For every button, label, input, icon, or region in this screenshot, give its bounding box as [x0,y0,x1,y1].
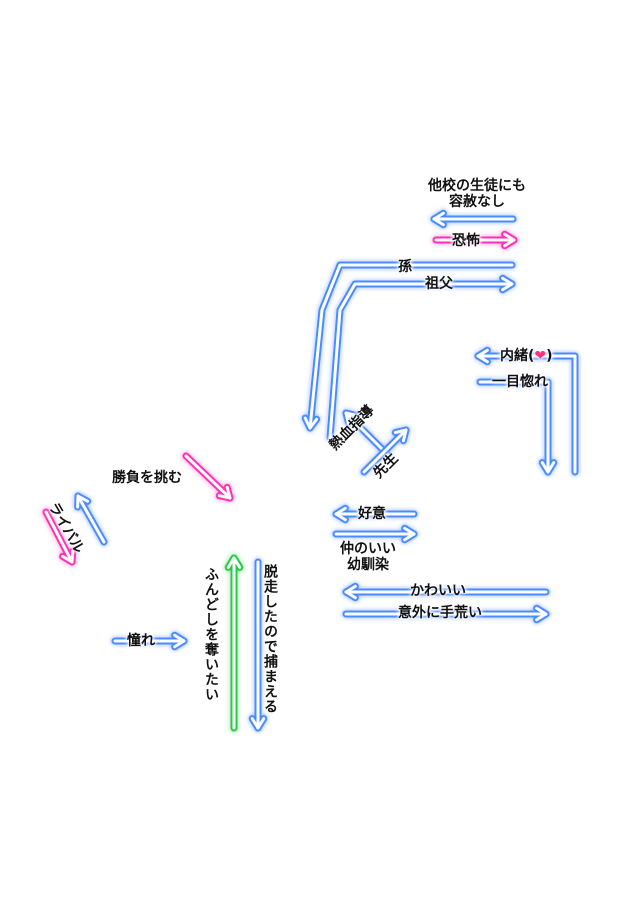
label-fear: 恐怖 [452,233,480,249]
arrow-rival-blue [74,492,108,546]
arrow-want-fundoshi [224,554,244,732]
arrow-fear [432,230,518,250]
arrow-close-friends [332,524,418,544]
arrow-other-students [430,209,517,229]
arrow-escape-catch [248,558,268,732]
heart-icon: ❤ [534,348,547,364]
arrow-admire [111,631,188,651]
arrow-challenge-pink [182,452,234,502]
label-other-students-line2: 容赦なし [449,194,505,210]
arrow-teacher [360,426,410,476]
label-admire: 憧れ [127,633,155,649]
arrow-passionate-guidance [342,409,392,459]
label-grandfather: 祖父 [425,276,453,292]
arrow-grandson [301,261,516,432]
label-close-friends-line2: 幼馴染 [347,557,389,573]
label-escape-catch: 脱走したので捕まえる [262,564,278,714]
label-close-friends-line1: 仲のいい [340,541,396,557]
arrow-grandfather [326,274,516,442]
label-cute: かわいい [410,583,466,599]
label-rough: 意外に手荒い [398,605,482,621]
label-secret: 内緒(❤) [500,348,553,364]
label-secret-text: 内緒( [500,348,535,364]
label-other-students: 他校の生徒にも 容赦なし [428,178,526,210]
label-other-students-line1: 他校の生徒にも [428,178,526,194]
arrow-rival-pink [42,508,77,566]
arrow-rough [342,604,550,624]
label-goodwill: 好意 [358,506,386,522]
label-close-friends: 仲のいい 幼馴染 [340,541,396,573]
label-secret-close: ) [546,348,553,364]
label-grandson: 孫 [398,259,412,275]
label-challenge: 勝負を挑む [112,470,182,486]
label-love-at-first-sight: 一目惚れ [492,374,548,390]
arrow-cute [342,582,550,602]
arrow-secret [474,346,579,476]
arrow-goodwill [332,504,418,524]
label-want-fundoshi: ふんどしを奪いたい [203,567,219,702]
arrow-love-at-first-sight [476,378,558,476]
